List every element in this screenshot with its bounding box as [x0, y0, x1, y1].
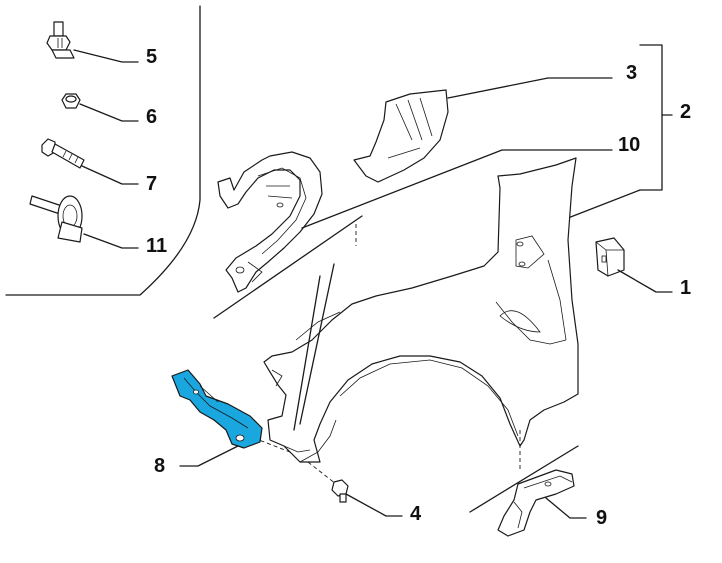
leader-6: [79, 103, 139, 122]
leader-9: [545, 497, 587, 519]
callout-10: 10: [618, 134, 640, 156]
part-3-upper-liner[interactable]: [353, 89, 449, 183]
assembly-dash-bolt: [307, 461, 337, 485]
leader-10: [301, 149, 613, 229]
leader-2-to-fender: [567, 189, 641, 219]
callout-3: 3: [626, 62, 637, 84]
part-11-stud-washer[interactable]: [29, 195, 83, 243]
bracket-2: [639, 44, 663, 191]
part-8-highlighted-bracket[interactable]: [171, 369, 263, 449]
assembly-line-upper: [213, 215, 363, 319]
callout-4: 4: [410, 503, 422, 525]
callout-9: 9: [596, 507, 607, 529]
part-4-push-clip[interactable]: [331, 479, 349, 503]
part-10-wheelarch-liner[interactable]: [217, 151, 323, 293]
leader-11: [83, 233, 139, 249]
callout-8: 8: [154, 455, 165, 477]
callout-7: 7: [146, 173, 157, 195]
assembly-line-v2: [293, 275, 321, 431]
part-7-hex-bolt[interactable]: [41, 138, 85, 169]
leader-8: [179, 445, 239, 467]
leader-7: [81, 165, 139, 185]
part-6-nut[interactable]: [61, 93, 81, 109]
callout-1: 1: [680, 277, 691, 299]
callout-2: 2: [680, 101, 691, 123]
leader-4: [345, 493, 403, 517]
assembly-line-v1: [299, 263, 335, 425]
callout-5: 5: [146, 46, 157, 68]
hardware-panel-border: [5, 5, 201, 296]
fender-panel[interactable]: [263, 157, 579, 463]
part-5-flange-bolt[interactable]: [46, 21, 75, 59]
leader-3: [447, 77, 613, 99]
part-9-lower-bracket[interactable]: [497, 469, 575, 537]
leader-5: [73, 49, 139, 63]
part-1-clip-block[interactable]: [595, 237, 625, 277]
callout-6: 6: [146, 106, 157, 128]
assembly-line-lower: [469, 445, 579, 513]
leader-1: [617, 269, 673, 293]
callout-11: 11: [146, 235, 167, 257]
